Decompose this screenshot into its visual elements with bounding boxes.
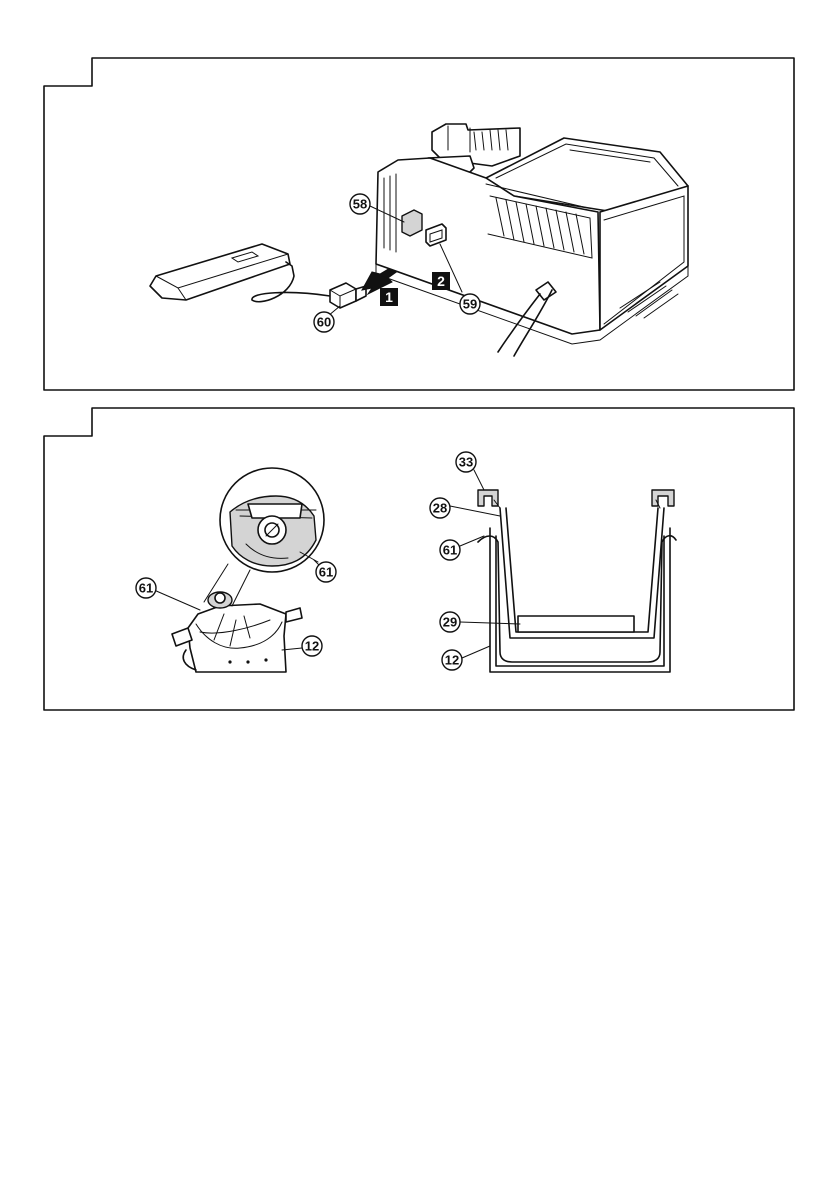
callout-12-right: 12 <box>442 650 462 670</box>
usb-cable-plug <box>330 283 366 308</box>
callout-58: 58 <box>350 194 370 214</box>
callout-61-left: 61 <box>136 578 156 598</box>
panel-2-svg: 61 61 12 33 28 61 <box>0 400 840 720</box>
charger <box>376 124 688 356</box>
svg-text:59: 59 <box>463 297 477 312</box>
callout-60: 60 <box>314 312 334 332</box>
svg-text:58: 58 <box>353 197 367 212</box>
bucket-with-dust-bag <box>172 592 302 672</box>
callout-12-left: 12 <box>302 636 322 656</box>
callout-59: 59 <box>460 294 480 314</box>
callout-29: 29 <box>440 612 460 632</box>
svg-text:61: 61 <box>139 581 153 596</box>
svg-text:29: 29 <box>443 615 457 630</box>
leader-12-right <box>462 646 490 658</box>
step-marker-1: 1 <box>380 288 398 306</box>
svg-text:1: 1 <box>385 289 393 305</box>
callout-61-zoom: 61 <box>316 562 336 582</box>
leader-33 <box>474 470 484 490</box>
zoom-detail <box>204 468 324 606</box>
figure-panel-usb-charging: 58 59 60 1 2 <box>0 0 840 400</box>
cross-section <box>478 490 676 672</box>
callout-28: 28 <box>430 498 450 518</box>
leader-28 <box>450 506 500 516</box>
power-bank <box>150 244 330 302</box>
svg-text:12: 12 <box>445 653 459 668</box>
callout-33: 33 <box>456 452 476 472</box>
svg-text:12: 12 <box>305 639 319 654</box>
svg-text:61: 61 <box>319 565 333 580</box>
figure-panel-dust-bag: 61 61 12 33 28 61 <box>0 400 840 720</box>
svg-text:2: 2 <box>437 273 445 289</box>
leader-61-right <box>460 536 484 546</box>
step-marker-2: 2 <box>432 272 450 290</box>
svg-text:28: 28 <box>433 501 447 516</box>
svg-text:61: 61 <box>443 543 457 558</box>
leader-61-left <box>154 590 200 610</box>
panel-1-svg: 58 59 60 1 2 <box>0 0 840 400</box>
callout-61-right: 61 <box>440 540 460 560</box>
panel-2-frame <box>44 408 794 710</box>
svg-text:60: 60 <box>317 315 331 330</box>
svg-text:33: 33 <box>459 455 473 470</box>
